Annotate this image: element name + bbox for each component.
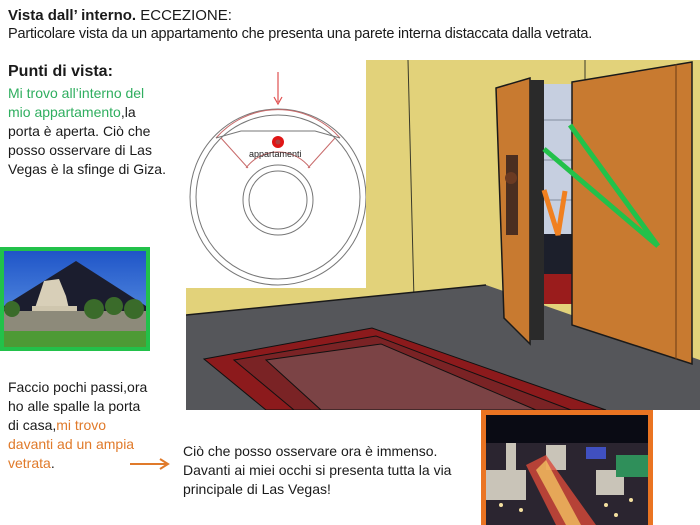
pov-paragraph-2: Faccio pochi passi,ora ho alle spalle la… xyxy=(8,378,148,473)
title-rest: ECCEZIONE: xyxy=(136,7,232,24)
pov-paragraph-1: Mi trovo all’interno del mio appartament… xyxy=(8,84,168,179)
arrow-right-icon xyxy=(130,458,170,470)
las-vegas-strip-photo xyxy=(481,410,653,525)
sphinx-photo xyxy=(0,247,150,351)
description-text: Ciò che posso osservare ora è immenso. D… xyxy=(183,443,452,497)
slide-subtitle: Particolare vista da un appartamento che… xyxy=(8,26,593,42)
slide-title: Vista dall’ interno. ECCEZIONE: xyxy=(8,6,232,25)
points-of-view-heading: Punti di vista: xyxy=(8,63,113,80)
step-end: . xyxy=(50,455,55,471)
floor-plan-diagram: appartamenti xyxy=(186,60,367,288)
circular-building-diagram-icon xyxy=(189,72,367,286)
las-vegas-night-image-icon xyxy=(486,415,648,525)
title-bold: Vista dall’ interno. xyxy=(8,7,137,24)
sphinx-image-icon xyxy=(4,251,146,347)
diagram-label: appartamenti xyxy=(249,149,302,159)
step-plain-text: Faccio pochi passi,ora ho alle spalle la… xyxy=(8,379,148,433)
pov-green-text: Mi trovo all’interno del mio appartament… xyxy=(8,85,145,120)
step-orange-text: mi trovo davanti ad un ampia vetrata xyxy=(8,417,135,471)
pov-rest-text: ,la porta è aperta. Ciò che posso osserv… xyxy=(8,104,166,177)
